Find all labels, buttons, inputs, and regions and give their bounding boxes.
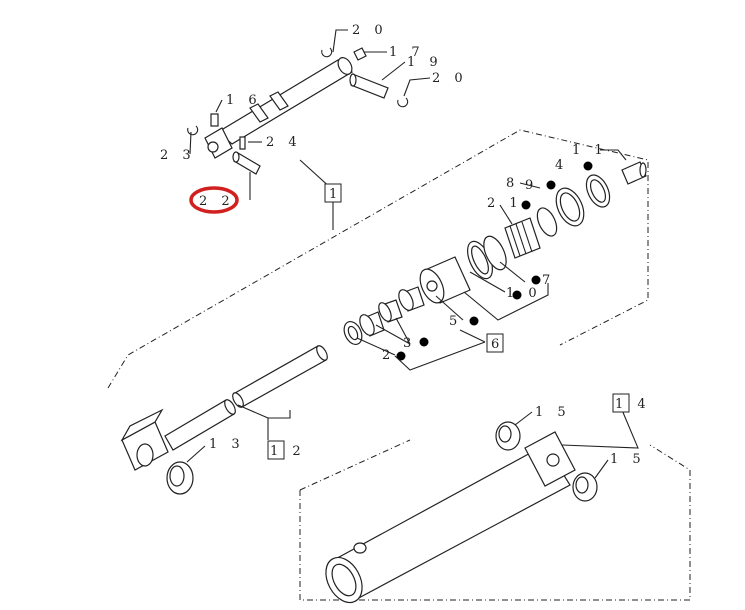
- callout-16: 1 6: [226, 93, 262, 108]
- seal-kit-markers: [396, 161, 593, 361]
- callout-4: 4: [555, 158, 568, 173]
- callout-box-1: 1: [329, 187, 342, 202]
- piston-rod: [120, 345, 328, 495]
- callout-21: 2 1: [487, 196, 523, 211]
- callout-15-lower: 1 5: [610, 452, 646, 467]
- callout-box-6: 6: [491, 337, 504, 352]
- leader-lines-rod: [186, 404, 291, 463]
- callout-5: 5: [449, 314, 462, 329]
- cylinder-barrel: [325, 421, 598, 604]
- callout-11: 1 1: [572, 143, 608, 158]
- callout-box-12: 1 2: [270, 444, 306, 459]
- callout-8: 8: [506, 176, 519, 191]
- callout-3: 3: [403, 336, 416, 351]
- callout-17: 1 7: [389, 45, 425, 60]
- leader-lines-barrel: [514, 409, 639, 479]
- leader-lines-middle: [356, 149, 627, 371]
- boxed-callouts: 1 6 1 2 1 4: [267, 183, 651, 460]
- callout-23: 2 3: [160, 148, 196, 163]
- callout-19: 1 9: [407, 55, 443, 70]
- highlight-ring: [189, 186, 239, 214]
- seal-stack: [343, 161, 647, 345]
- callout-22: 2 2: [199, 194, 235, 209]
- callout-10: 1 0: [506, 286, 542, 301]
- callout-box-14: 1 4: [615, 397, 651, 412]
- callout-9: 9: [525, 178, 538, 193]
- callout-15-upper: 1 5: [535, 405, 571, 420]
- callout-20-top: 2 0: [352, 23, 388, 38]
- pin-assembly-top: [187, 47, 409, 175]
- callout-20-right: 2 0: [432, 71, 468, 86]
- assembly-frame-lower: [299, 439, 691, 601]
- callout-labels: 2 0 1 7 1 9 2 0 1 6 2 4 2 3 2 2 1 1 4 8 …: [160, 23, 646, 467]
- callout-13: 1 3: [209, 437, 245, 452]
- callout-7: 7: [542, 273, 555, 288]
- callout-2: 2: [382, 348, 395, 363]
- callout-24: 2 4: [266, 135, 302, 150]
